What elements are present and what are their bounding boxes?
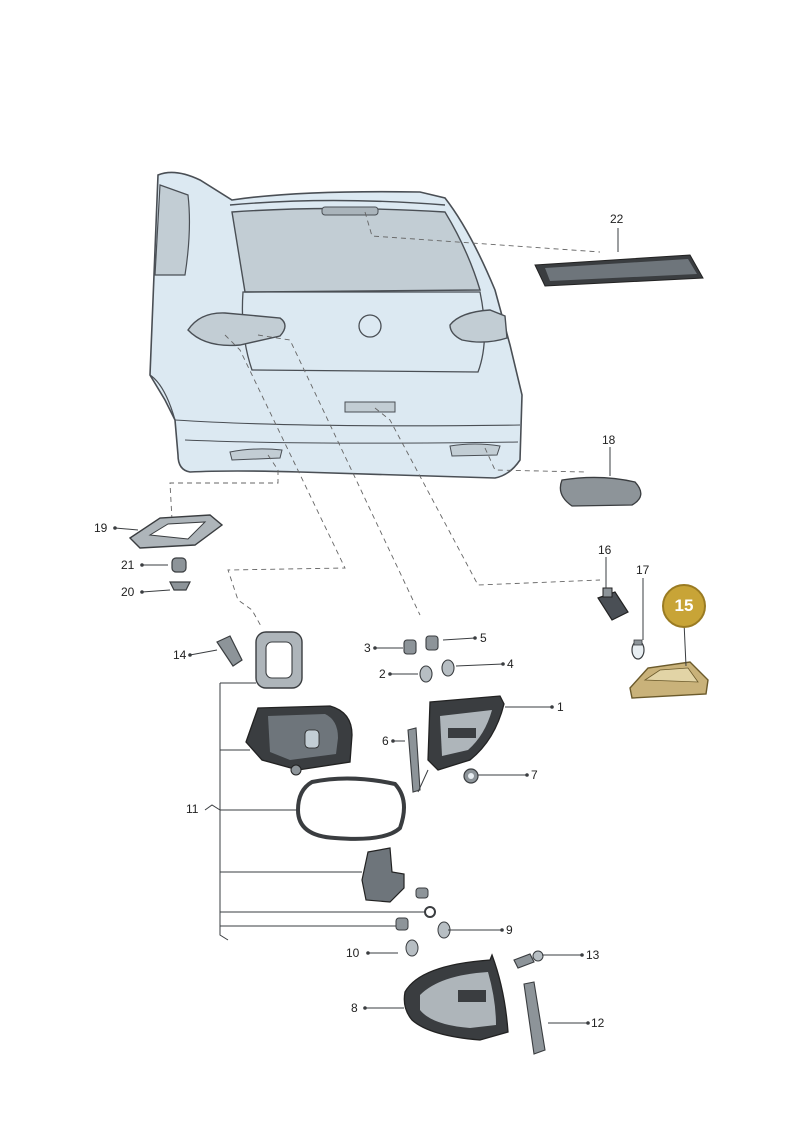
callout-11: 11 [186,802,199,816]
callout-4: 4 [507,657,514,671]
callout-21: 21 [121,558,135,572]
gasket-lower [295,776,406,841]
part-20-screw [169,581,191,591]
part-14-bulb-holder [216,635,243,667]
part-6-seal [407,727,421,793]
part-15-license-plate-light [629,621,709,699]
part-22-brake-light [534,254,704,287]
callout-7: 7 [531,768,538,782]
callout-14: 14 [173,648,187,662]
callout-2: 2 [379,667,386,681]
callout-13: 13 [586,948,600,962]
callout-6: 6 [382,734,389,748]
callout-17: 17 [636,563,650,577]
callout-20: 20 [121,585,135,599]
part-7-nut [463,768,479,784]
mounting-bracket [361,847,405,903]
callout-18: 18 [602,433,616,447]
part-8-outer-tail-light [403,953,509,1041]
part-1-inner-tail-light [427,695,505,771]
lamp-housing [245,705,353,776]
callout-19: 19 [94,521,108,535]
callout-5: 5 [480,631,487,645]
guide-lines [169,211,601,629]
parts-bulbs-2-5 [403,635,455,683]
part-21-clip [171,557,187,573]
part-13-screw [513,950,544,969]
callout-10: 10 [346,946,360,960]
part-17-bulb [631,639,645,660]
part-18-reflector [559,476,642,507]
fasteners-9-10 [395,887,451,957]
part-12-trim-strip [523,981,546,1055]
vehicle-rear-body [149,171,523,479]
part-16-bulb-socket [597,587,629,621]
callout-22: 22 [610,212,624,226]
callout-12: 12 [591,1016,605,1030]
leader-dots [113,526,590,1025]
callout-9: 9 [506,923,513,937]
callout-16: 16 [598,543,612,557]
callout-1: 1 [557,700,564,714]
part-19-bracket [128,514,224,549]
gasket-upper [255,631,303,689]
highlight-badge-15[interactable]: 15 [662,584,706,628]
callout-8: 8 [351,1001,358,1015]
callout-3: 3 [364,641,371,655]
leader-lines [114,228,644,1024]
